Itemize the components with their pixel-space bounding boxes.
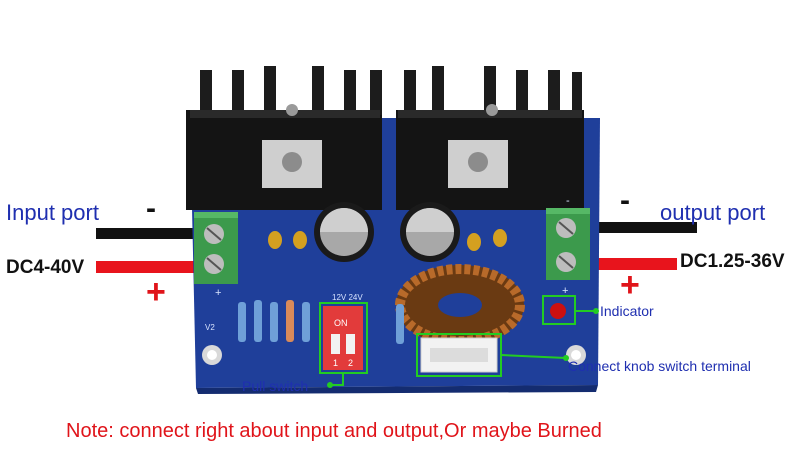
small-capacitor (268, 231, 282, 249)
dip-switch: ON 1 2 (323, 306, 363, 370)
dip-pos-2-text: 2 (348, 358, 353, 368)
connect-knob-label: Connect knob switch terminal (568, 358, 751, 374)
resistor-array (238, 300, 404, 344)
pull-switch-callout-line (330, 373, 344, 386)
pull-switch-label: Pull switch (242, 378, 309, 394)
silk-plus-right: + (562, 285, 568, 297)
silk-plus-left: + (215, 287, 221, 299)
small-capacitor (293, 231, 307, 249)
output-terminal-block (546, 208, 590, 280)
switch-voltages-text: 12V 24V (332, 293, 363, 302)
input-terminal-block (194, 212, 238, 284)
knob-callout-line (500, 354, 567, 359)
heatsink-right (396, 66, 584, 210)
input-plus-sign: + (146, 273, 166, 311)
output-voltage-label: DC1.25-36V (680, 251, 785, 272)
small-capacitor (493, 229, 507, 247)
small-capacitor (467, 233, 481, 251)
output-negative-wire (585, 222, 697, 233)
dip-on-text: ON (334, 318, 348, 328)
input-minus-sign: - (146, 192, 156, 225)
output-port-label: output port (660, 200, 766, 225)
knob-connector (420, 337, 498, 373)
v2-text: V2 (205, 323, 215, 332)
input-voltage-label: DC4-40V (6, 257, 85, 278)
input-positive-wire (96, 261, 208, 273)
dip-pos-1-text: 1 (333, 358, 338, 368)
heatsink-left (186, 66, 382, 210)
capacitor-right (400, 202, 460, 262)
input-negative-wire (96, 228, 208, 239)
output-positive-wire (585, 258, 677, 270)
output-plus-sign: + (620, 266, 640, 304)
silk-minus-right: - (566, 195, 570, 207)
warning-note: Note: connect right about input and outp… (66, 420, 602, 442)
capacitor-left (314, 202, 374, 262)
indicator-label: Indicator (600, 303, 654, 319)
output-minus-sign: - (620, 184, 630, 217)
input-port-label: Input port (6, 200, 99, 225)
